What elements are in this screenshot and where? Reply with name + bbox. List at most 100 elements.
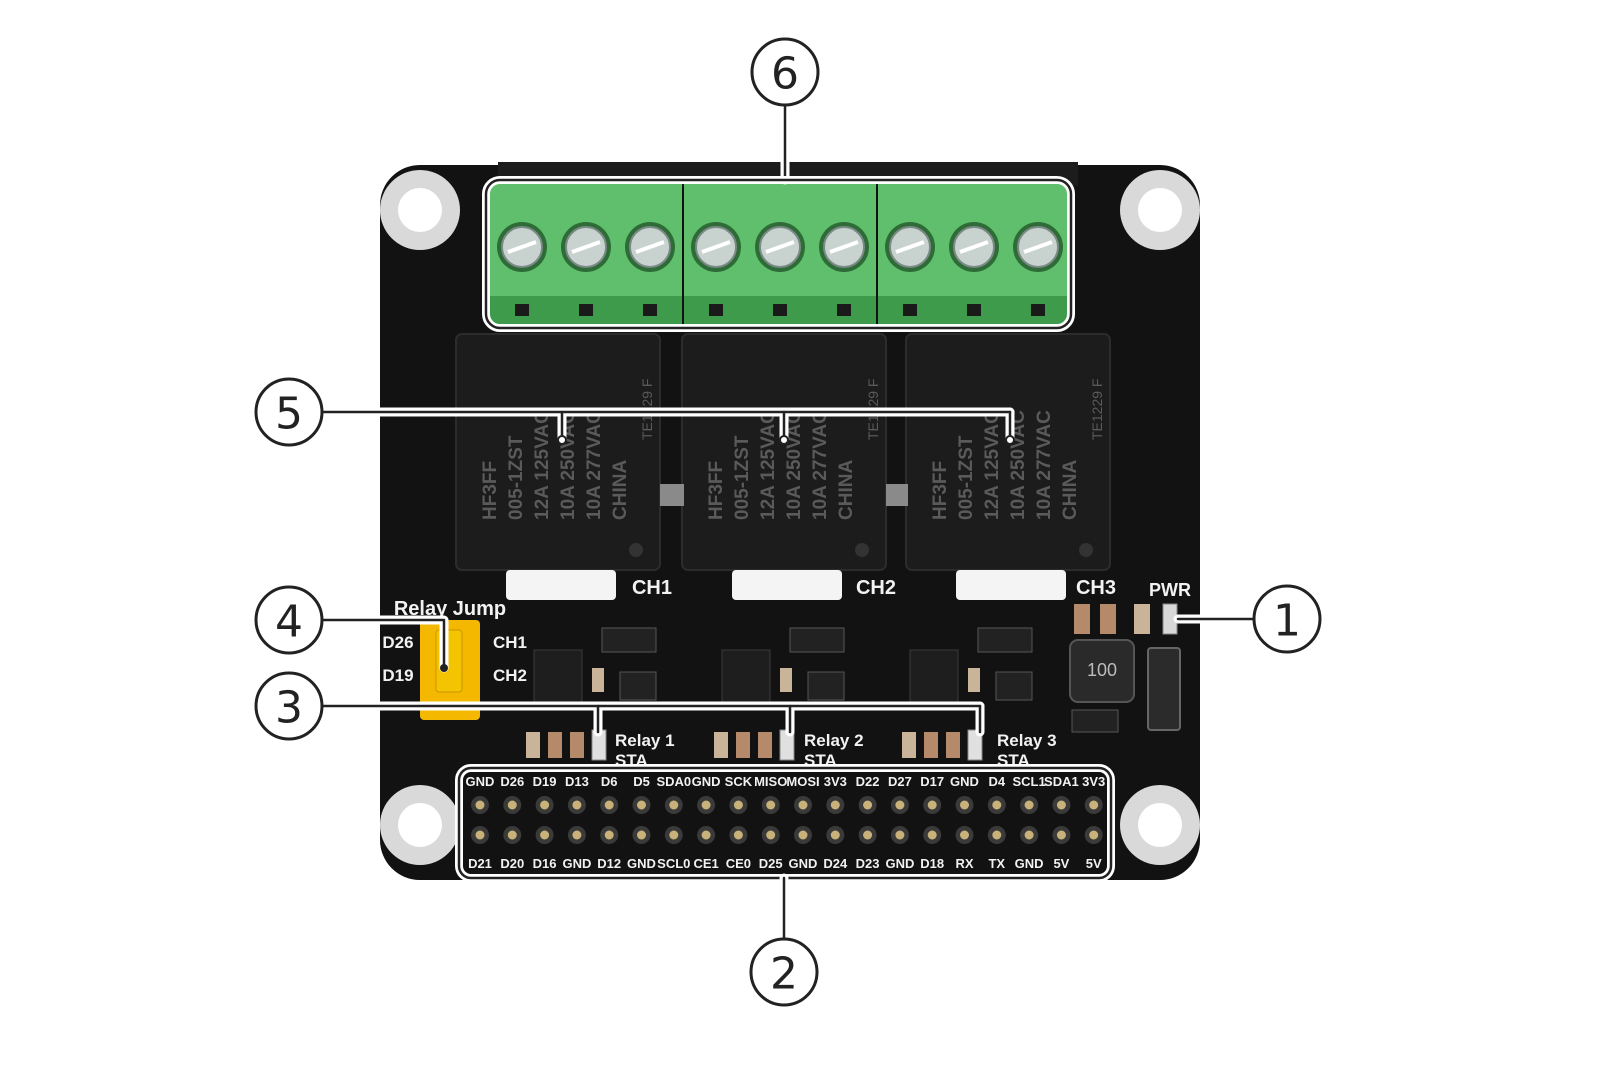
gpio-pin-core [669,800,679,810]
terminal-wire-slot [967,304,981,316]
mounting-hole-top-left [380,170,460,250]
gpio-pin-core [507,830,517,840]
smd-resistor [526,732,540,758]
relay-marking: HF3FF [706,461,727,520]
gpio-pin-core [733,830,743,840]
channel-label-ch2: CH2 [856,577,896,599]
gpio-pin-core [475,830,485,840]
terminal-screw[interactable] [691,222,741,272]
gpio-pin-label-top: GND [692,774,721,789]
gpio-pin-core [798,830,808,840]
terminal-screw[interactable] [949,222,999,272]
diode [1147,647,1181,731]
gpio-pin-core [604,800,614,810]
gpio-pin-core [766,830,776,840]
power-inductor: 100 [1069,639,1135,703]
smd-resistor [1100,604,1116,634]
relay-1-label: Relay 1 [615,731,675,750]
terminal-screw[interactable] [819,222,869,272]
relay-marking: 12A 125VAC [982,410,1003,520]
terminal-screw[interactable] [885,222,935,272]
optocoupler [909,649,959,703]
smd-diode [789,627,845,653]
relay-marking: CHINA [610,460,631,520]
terminal-screw[interactable] [1013,222,1063,272]
smd-transistor [807,671,845,701]
relay-pin-mark [1079,543,1093,557]
gpio-pin-core [540,830,550,840]
optocoupler [721,649,771,703]
callout-4: 4 [254,585,324,655]
smd-diode [977,627,1033,653]
terminal-wire-slot [903,304,917,316]
smd-resistor [780,668,792,692]
callout-1-number: 1 [1273,596,1301,647]
relay-label-sticker [732,570,842,600]
terminal-wire-slot [773,304,787,316]
gpio-pin-core [992,830,1002,840]
gpio-pin-label-top: 3V3 [1082,774,1105,789]
gpio-pin-core [1024,800,1034,810]
gpio-pin-label-top: D6 [601,774,618,789]
gpio-pin-core [701,830,711,840]
terminal-block [490,184,682,324]
terminal-wire-slot [643,304,657,316]
relay-marking: 12A 125VAC [532,410,553,520]
gpio-pin-core [927,800,937,810]
jumper-label-ch1: CH1 [493,633,527,652]
smd-resistor [592,668,604,692]
gpio-pin-label-top: D27 [888,774,912,789]
terminal-screw[interactable] [625,222,675,272]
relay-label-sticker [506,570,616,600]
relay-spacer [886,484,908,506]
gpio-pin-core [1024,830,1034,840]
gpio-pin-label-top: D13 [565,774,589,789]
terminal-block [684,184,876,324]
gpio-pin-core [604,830,614,840]
gpio-pin-label-top: D19 [533,774,557,789]
relay-3-label: Relay 3 [997,731,1057,750]
callout-2-number: 2 [770,949,798,1000]
gpio-pin-core [830,800,840,810]
callout-6-number: 6 [771,49,799,100]
relay-marking: 10A 277VAC [1034,410,1055,520]
gpio-pin-core [637,800,646,810]
smd-resistor [924,732,938,758]
smd-resistor [714,732,728,758]
gpio-pin-label-bottom: 5V [1053,856,1069,871]
gpio-pin-label-top: SDA1 [1044,774,1079,789]
relay-marking: CHINA [836,460,857,520]
terminal-wire-slot [837,304,851,316]
terminal-screw[interactable] [497,222,547,272]
smd-capacitor [1134,604,1150,634]
gpio-pin-core [830,830,840,840]
gpio-pin-label-bottom: CE0 [726,856,751,871]
smd-resistor [968,668,980,692]
gpio-pin-label-bottom: GND [885,856,914,871]
gpio-pin-core [798,800,808,810]
terminal-screw[interactable] [561,222,611,272]
gpio-pin-label-bottom: TX [988,856,1005,871]
gpio-pin-label-top: SCK [725,774,753,789]
gpio-pin-core [572,830,582,840]
callout-4-number: 4 [275,597,303,648]
gpio-pin-label-top: 3V3 [824,774,847,789]
relay-pin-mark [629,543,643,557]
jumper-label-ch2: CH2 [493,666,527,685]
gpio-pin-label-bottom: CE1 [693,856,718,871]
gpio-pin-core [1089,800,1099,810]
pwr-label: PWR [1149,580,1191,600]
terminal-wire-slot [1031,304,1045,316]
callout-6: 6 [750,37,820,107]
gpio-pin-label-bottom: D21 [468,856,492,871]
gpio-pin-core [766,800,776,810]
gpio-pin-label-top: D17 [920,774,944,789]
callout-2: 2 [749,937,819,1007]
gpio-pin-label-bottom: D25 [759,856,783,871]
gpio-pin-label-top: GND [950,774,979,789]
relay-cert-marking: TE1229 F [1089,379,1105,440]
terminal-screw[interactable] [755,222,805,272]
relay-driver-circuits [526,627,1033,761]
